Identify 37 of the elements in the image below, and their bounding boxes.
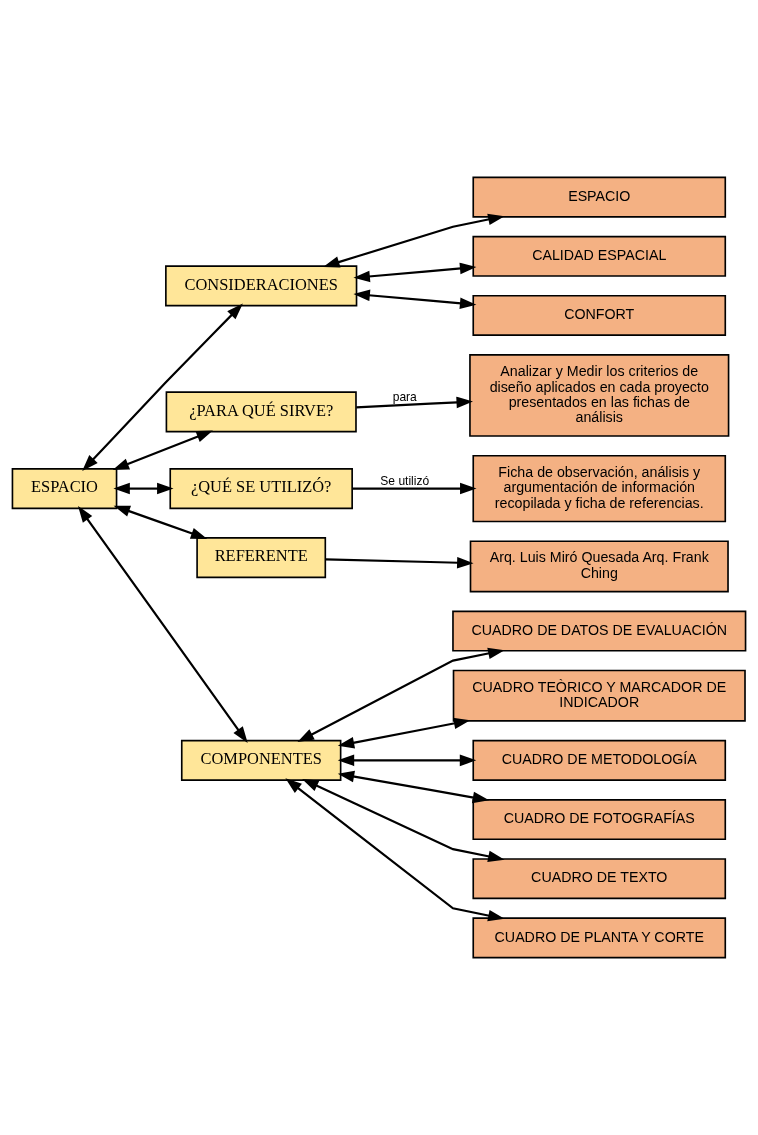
- arrow: [337, 754, 477, 767]
- node-box: Ficha de observación, análisis y argumentación de información recopilada y ficha de referencias.: [472, 454, 727, 523]
- node-box: ¿QUÉ SE UTILIZÓ?: [169, 468, 353, 510]
- arrow: [353, 289, 477, 310]
- arrow: [113, 505, 208, 539]
- node-box: CUADRO TEÒRICO Y MARCADOR DE INDICADOR: [452, 669, 746, 722]
- node-box: COMPONENTES: [180, 739, 342, 781]
- arrow: [337, 770, 490, 804]
- node-box: ESPACIO: [11, 468, 118, 510]
- arrow: [82, 303, 243, 472]
- arrow: [302, 778, 505, 862]
- edge-label: Se utilizó: [380, 474, 430, 489]
- node-box: CALIDAD ESPACIAL: [472, 235, 727, 277]
- node-box: CUADRO DE TEXTO: [472, 858, 727, 900]
- edge-label: para: [392, 389, 417, 404]
- arrow: [352, 482, 477, 495]
- arrow: [325, 556, 474, 569]
- node-box: ¿PARA QUÉ SIRVE?: [165, 391, 357, 433]
- arrow: [323, 213, 505, 268]
- arrow: [285, 778, 505, 922]
- arrow: [77, 505, 248, 744]
- node-box: REFERENTE: [196, 537, 327, 579]
- node-box: CUADRO DE DATOS DE EVALUACIÓN: [452, 610, 747, 652]
- arrow: [297, 647, 505, 742]
- node-box: CUADRO DE PLANTA Y CORTE: [472, 917, 727, 959]
- node-box: CUADRO DE FOTOGRAFÍAS: [472, 799, 727, 841]
- arrow: [113, 482, 174, 495]
- node-box: CONFORT: [472, 294, 727, 336]
- node-box: CUADRO DE METODOLOGÍA: [472, 739, 727, 781]
- arrow: [112, 430, 213, 471]
- arrow: [353, 262, 477, 283]
- node-box: ESPACIO: [472, 176, 727, 218]
- arrow: [356, 396, 473, 409]
- node-box: Arq. Luis Miró Quesada Arq. Frank Ching: [469, 540, 729, 593]
- arrow: [337, 717, 471, 749]
- node-box: CONSIDERACIONES: [165, 265, 358, 307]
- node-box: Analizar y Medir los criterios de diseño aplicados en cada proyecto presentados en las fichas de análisis: [469, 354, 730, 437]
